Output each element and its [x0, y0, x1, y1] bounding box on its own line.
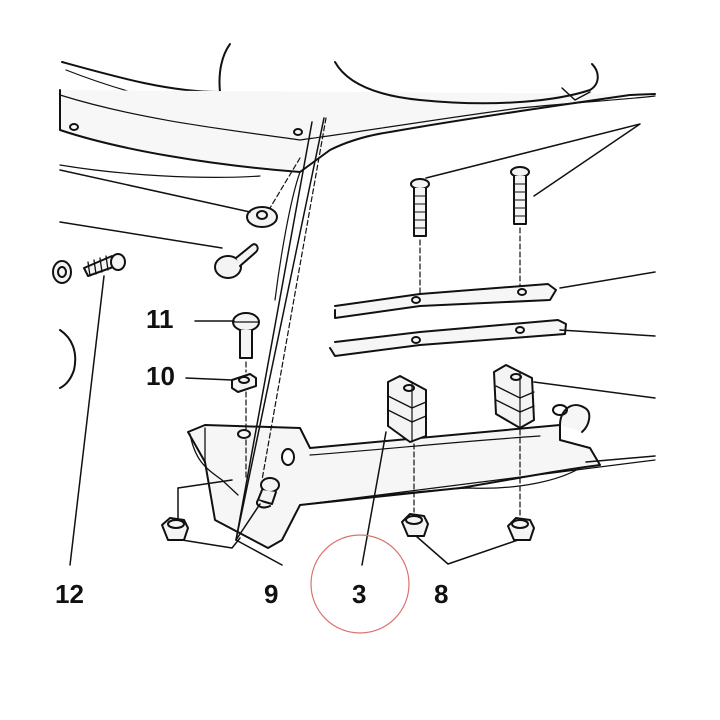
- highlight-circle: [310, 534, 410, 634]
- body-panel: [59, 43, 656, 301]
- callout-11: 11: [146, 304, 174, 334]
- callout-3: 3: [352, 579, 367, 609]
- long-screw-right: [510, 166, 530, 225]
- left-body-edge: [52, 260, 77, 389]
- nut-part-8-right: [507, 517, 535, 541]
- callout-10: 10: [146, 361, 175, 391]
- nut-part-10: [231, 373, 257, 393]
- long-screw-left: [410, 178, 430, 237]
- nut-part-8-left: [401, 513, 429, 537]
- rubber-strip-lower: [329, 319, 567, 357]
- leader-lines: [59, 117, 656, 566]
- mount-bracket: [187, 404, 656, 549]
- rubber-block-left: [387, 375, 427, 443]
- screw-part-12: [83, 253, 126, 277]
- assembly-guide-lines: [245, 117, 521, 517]
- callout-8: 8: [434, 579, 449, 609]
- rubber-block-right: [493, 364, 535, 429]
- callout-12: 12: [55, 579, 84, 609]
- bolt-part-11: [232, 312, 260, 359]
- grommet-part-9: [161, 477, 280, 541]
- callout-9: 9: [264, 579, 279, 609]
- mushroom-bolt: [214, 243, 259, 279]
- washer: [246, 206, 278, 228]
- rubber-strip-upper: [334, 283, 557, 319]
